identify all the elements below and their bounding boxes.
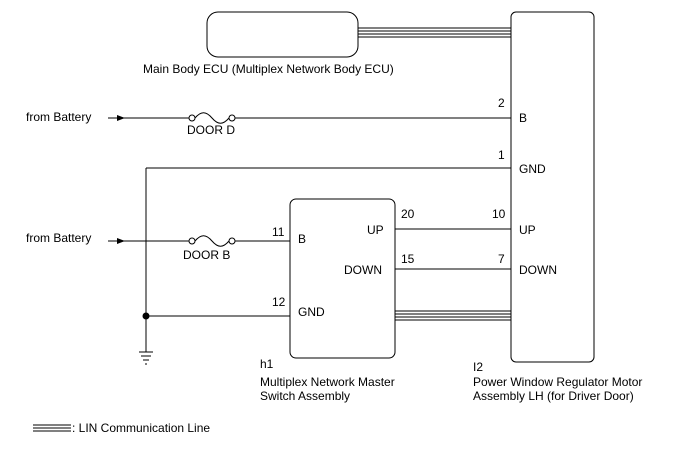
master-switch-box [289,198,396,359]
lin-line-switch-to-motor [395,310,511,321]
fuse-door-d-label: DOOR D [187,123,235,137]
master-switch-pin-up-number: 20 [401,207,415,221]
battery-source-1-label: from Battery [26,110,91,124]
up-signal-wire: 20 10 [395,207,511,230]
down-signal-wire: 15 7 [395,252,511,270]
master-switch-pin-down-number: 15 [401,252,415,266]
lin-line-ecu-to-motor [358,27,511,38]
ground-junction-dot [142,312,150,320]
main-body-ecu-label: Main Body ECU (Multiplex Network Body EC… [143,62,394,76]
master-switch-name-line2: Switch Assembly [260,389,350,403]
regulator-motor-pin-down-label: DOWN [519,263,557,277]
master-switch-pin-up-label: UP [367,223,384,237]
regulator-motor-name-line2: Assembly LH (for Driver Door) [473,389,634,403]
regulator-motor-box [510,11,595,363]
regulator-motor-pin-gnd-number: 1 [498,148,505,162]
fuse-door-d-terminal-left [188,114,196,122]
master-switch: B GND UP DOWN h1 Multiplex Network Maste… [260,198,396,403]
fuse-door-b-terminal-left [188,237,196,245]
regulator-motor: B GND UP DOWN I2 Power Window Regulator … [473,11,642,403]
battery-feed-door-b: from Battery DOOR B 11 [26,225,290,262]
master-switch-pin-b-label: B [298,232,306,246]
master-switch-pin-gnd-number: 12 [272,295,286,309]
regulator-motor-pin-down-number: 7 [498,252,505,266]
master-switch-pin-down-label: DOWN [344,263,382,277]
regulator-motor-pin-b-number: 2 [498,96,505,110]
regulator-motor-pin-up-number: 10 [492,207,506,221]
master-switch-code: h1 [260,357,274,371]
fuse-door-b-terminal-right [228,237,236,245]
master-switch-pin-gnd-label: GND [298,305,325,319]
fuse-door-d-terminal-right [228,114,236,122]
ground-icon [139,351,153,365]
battery-feed-door-d: from Battery DOOR D 2 [26,96,511,137]
regulator-motor-name-line1: Power Window Regulator Motor [473,375,642,389]
main-body-ecu: Main Body ECU (Multiplex Network Body EC… [143,11,394,76]
master-switch-name-line1: Multiplex Network Master [260,375,395,389]
lin-line-legend-swatch [33,424,71,432]
master-switch-pin-b-number: 11 [272,225,285,239]
regulator-motor-pin-up-label: UP [519,223,536,237]
regulator-motor-pin-gnd-label: GND [519,162,546,176]
fuse-door-b-icon [194,235,230,247]
legend: : LIN Communication Line [33,421,210,435]
main-body-ecu-box [206,11,359,58]
fuse-door-b-label: DOOR B [183,248,230,262]
regulator-motor-code: I2 [473,360,483,374]
fuse-door-d-icon [194,112,230,124]
battery-source-2-label: from Battery [26,231,91,245]
lin-line-legend-label: : LIN Communication Line [72,421,210,435]
regulator-motor-pin-b-label: B [519,111,527,125]
ground-wire: 1 12 [139,148,511,365]
